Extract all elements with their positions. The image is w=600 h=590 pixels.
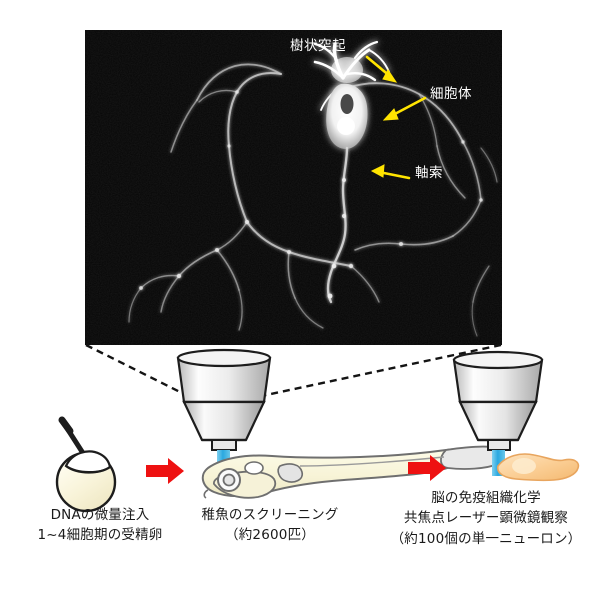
axon-arrow: [370, 164, 411, 180]
step-2-caption-line-1: 稚魚のスクリーニング: [201, 507, 339, 523]
dissected-brain: [496, 453, 580, 482]
workflow-diagram: [55, 343, 580, 513]
step-3-caption: 脳の免疫組織化学 共焦点レーザー顕微鏡観察 （約100個の単一ニューロン）: [372, 488, 600, 549]
confocal-micrograph-panel: 樹状突起 細胞体 軸索: [85, 30, 502, 345]
fertilized-egg-with-needle-icon: [55, 416, 117, 513]
workflow-arrow-1: [146, 458, 184, 484]
zebrafish-larva: [201, 445, 505, 499]
microscope-objective-over-larva-icon: [176, 348, 505, 499]
step-3-caption-line-1: 脳の免疫組織化学: [431, 490, 541, 506]
step-3-caption-line-3: （約100個の単一ニューロン）: [390, 530, 582, 547]
step-2-caption: 稚魚のスクリーニング （約2600匹）: [175, 505, 365, 546]
step-1-caption: DNAの微量注入 1~4細胞期の受精卵: [0, 505, 200, 546]
workflow-arrow-2: [408, 455, 446, 481]
projection-dashed-lines: [85, 343, 502, 402]
soma-label: 細胞体: [430, 86, 472, 102]
dendrite-label: 樹状突起: [290, 38, 346, 54]
step-1-caption-line-2: 1~4細胞期の受精卵: [37, 527, 163, 544]
step-2-caption-line-2: （約2600匹）: [225, 527, 315, 544]
axon-label: 軸索: [415, 165, 443, 181]
soma-arrow: [382, 96, 427, 121]
dendrite-arrow: [365, 55, 398, 83]
neuron-micrograph-image: [85, 30, 502, 345]
microscope-objective-over-brain-icon: [452, 350, 580, 482]
step-1-caption-line-1: DNAの微量注入: [50, 507, 150, 523]
step-3-caption-line-2: 共焦点レーザー顕微鏡観察: [403, 510, 569, 527]
